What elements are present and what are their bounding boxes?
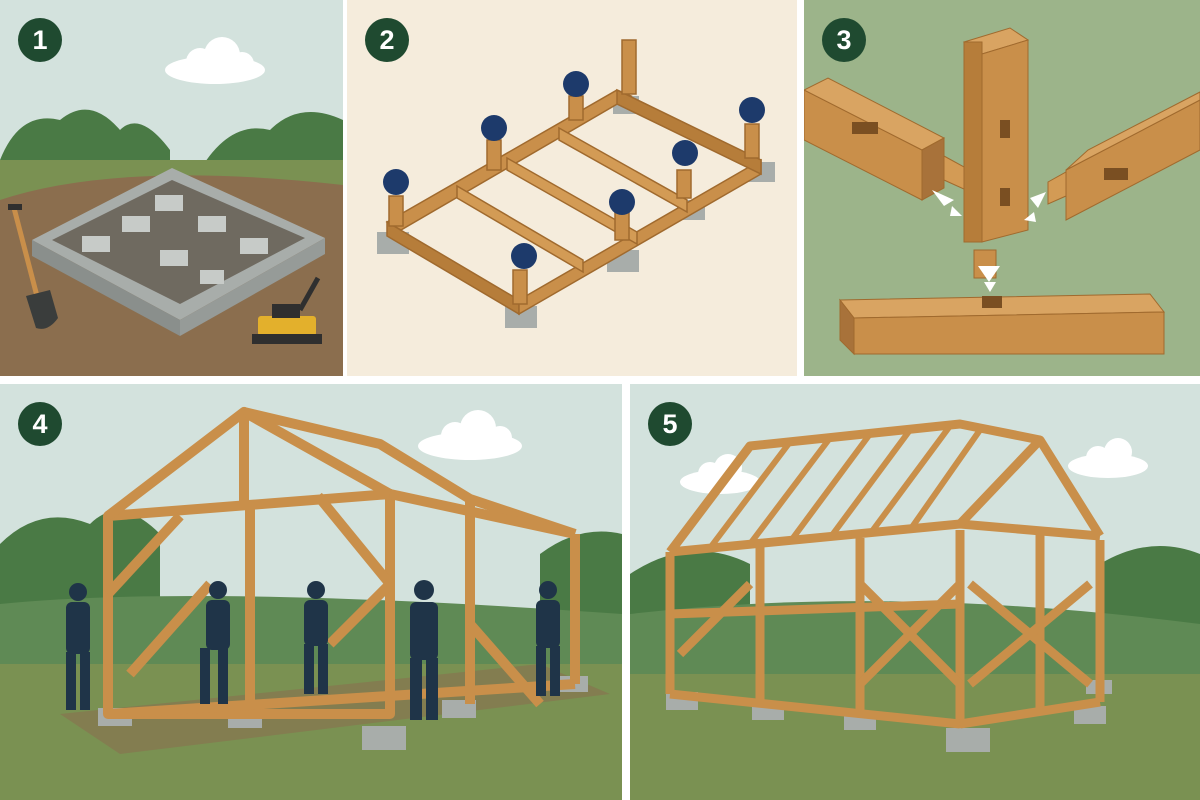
tree-line [200, 112, 343, 175]
foundation-illustration [0, 0, 343, 376]
step-5-completed-frame-panel: 5 [630, 384, 1200, 800]
base-sill-beam [838, 293, 1166, 356]
concrete-foundation [32, 168, 325, 336]
step-number-badge: 1 [18, 18, 62, 62]
step-number-badge: 3 [822, 18, 866, 62]
center-post [962, 27, 1030, 279]
bolt-marker-icon [383, 71, 765, 269]
shovel-icon [8, 204, 58, 329]
cloud-icon [418, 410, 522, 460]
completed-timber-frame [665, 419, 1105, 729]
right-beam-with-mortise [1047, 91, 1200, 221]
worker-icon [66, 580, 560, 720]
roof-rafters [707, 424, 983, 550]
concrete-pier-blocks [666, 680, 1112, 752]
step-number-badge: 2 [365, 18, 409, 62]
cloud-icon [680, 438, 1148, 494]
timber-bent-frames [103, 407, 580, 719]
plate-compactor-icon [252, 276, 322, 344]
arrow-icon [932, 190, 1046, 292]
step-3-joinery-panel: 3 [804, 0, 1200, 376]
completed-frame-illustration [630, 384, 1200, 800]
timber-posts [388, 39, 760, 305]
tree-line [0, 109, 170, 175]
left-beam-with-tenon [804, 77, 967, 201]
step-1-foundation-panel: 1 [0, 0, 343, 376]
step-2-sill-frame-panel: 2 [347, 0, 797, 376]
step-number-badge: 4 [18, 402, 62, 446]
timber-sill-frame [385, 88, 762, 316]
step-number-badge: 5 [648, 402, 692, 446]
step-4-raising-panel: 4 [0, 384, 622, 800]
raising-illustration [0, 384, 622, 800]
sill-frame-illustration [347, 0, 797, 376]
cloud-icon [165, 37, 265, 84]
joinery-illustration [804, 0, 1200, 376]
